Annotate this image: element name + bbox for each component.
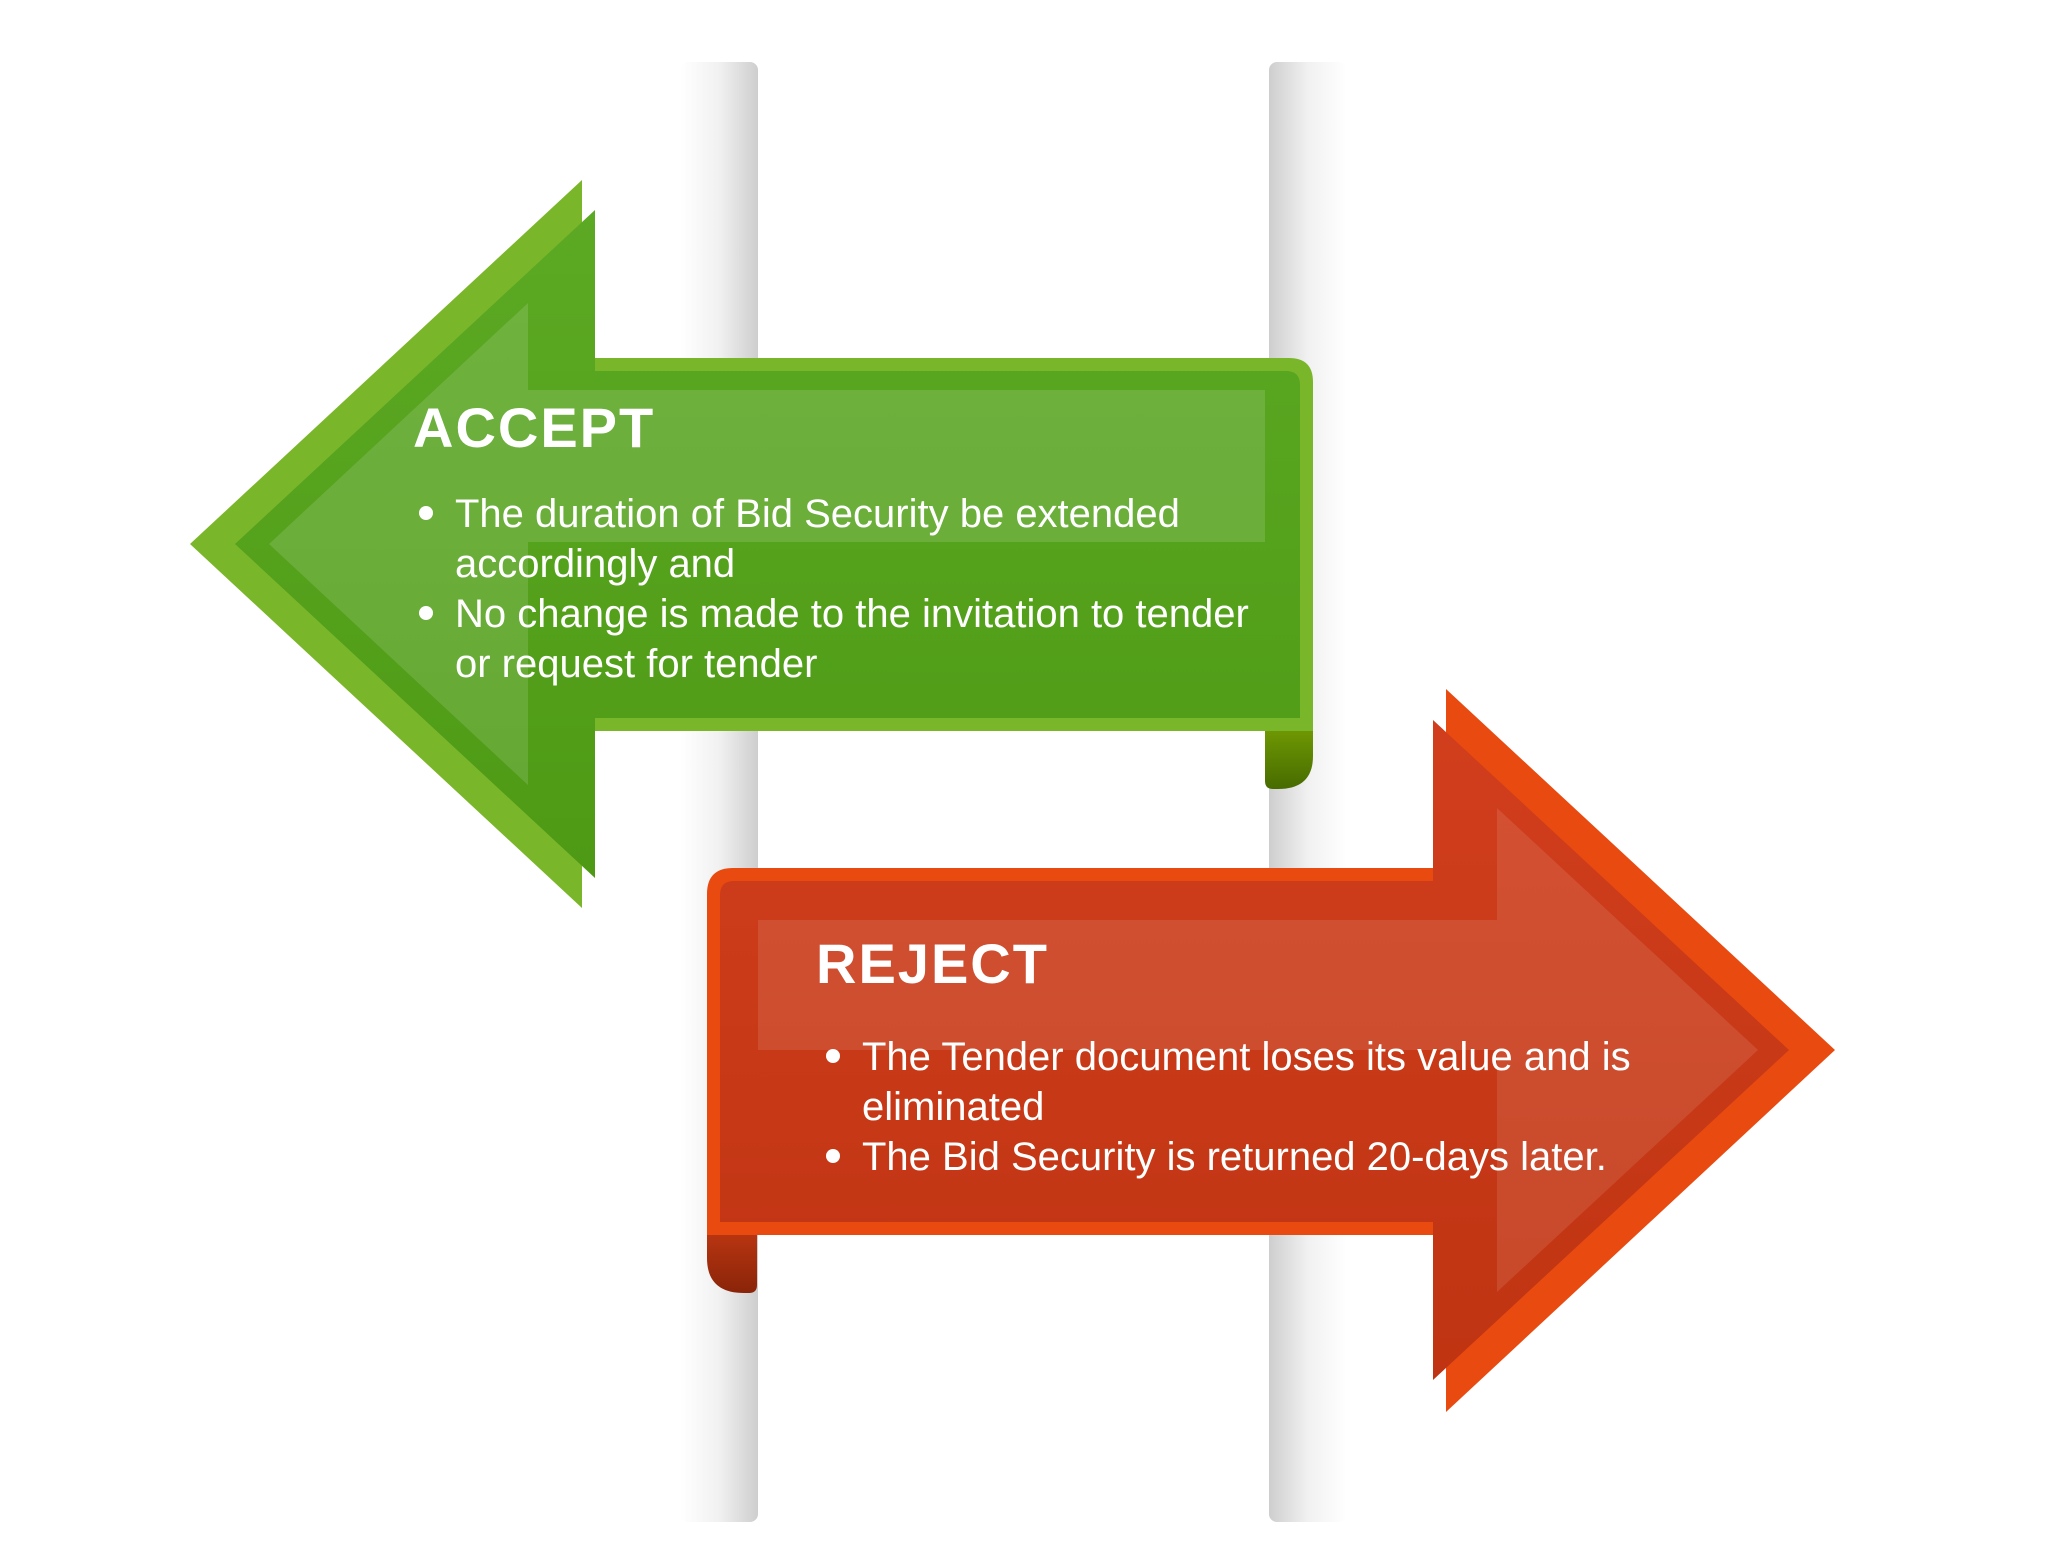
accept-bullet-text: accordingly and <box>455 542 736 586</box>
accept-arrow-body <box>235 210 1300 878</box>
reject-bullet-text: The Bid Security is returned 20-days lat… <box>862 1135 1607 1179</box>
reject-bullet-text: eliminated <box>862 1085 1045 1129</box>
accept-bullet-text: or request for tender <box>455 642 818 686</box>
reject-ribbon-curl <box>707 1235 757 1293</box>
accept-bullet-text: No change is made to the invitation to t… <box>455 592 1249 636</box>
accept-arrow-highlight <box>269 303 1265 785</box>
accept-title: ACCEPT <box>413 396 656 459</box>
reject-bullet-text: The Tender document loses its value and … <box>862 1035 1631 1079</box>
accept-ribbon-curl <box>1265 731 1313 789</box>
accept-bullet-dot <box>419 506 433 520</box>
reject-bullet-dot <box>826 1049 840 1063</box>
accept-bullet-dot <box>419 606 433 620</box>
reject-bullet-dot <box>826 1149 840 1163</box>
reject-arrow-highlight <box>758 808 1758 1292</box>
reject-title: REJECT <box>816 932 1049 995</box>
accept-bullet-text: The duration of Bid Security be extended <box>455 492 1180 536</box>
pole-left <box>680 62 758 1522</box>
reject-arrow-body <box>720 720 1789 1380</box>
pole-right <box>1269 62 1347 1522</box>
